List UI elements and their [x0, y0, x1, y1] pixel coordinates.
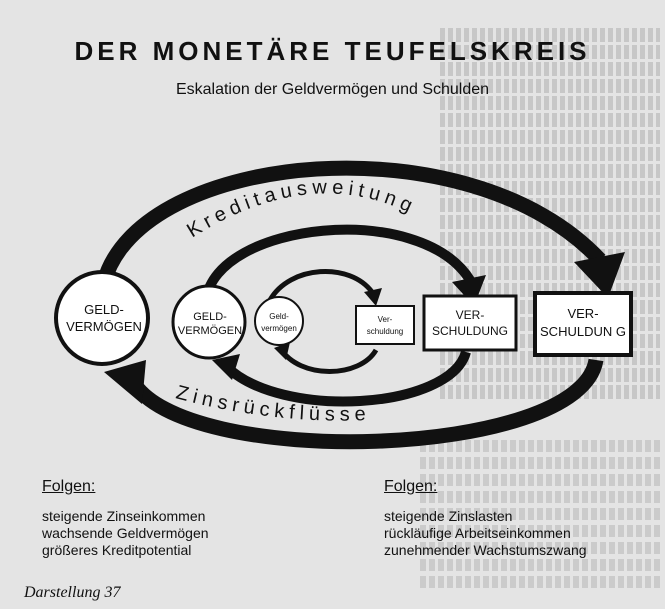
- inner-bottom-arrow: [277, 346, 379, 374]
- folgen-right-item: rückläufige Arbeitseinkommen: [384, 525, 571, 541]
- middle-top-arrow: [201, 224, 475, 302]
- middle-top-arrowhead: [452, 275, 486, 306]
- svg-text:vermögen: vermögen: [261, 324, 297, 333]
- outer-top-arrowhead: [574, 252, 625, 298]
- svg-text:SCHULDUN G: SCHULDUN G: [540, 324, 626, 339]
- bleed-through-text-lower: [420, 440, 660, 600]
- svg-text:GELD-: GELD-: [84, 302, 124, 317]
- figure-caption: Darstellung 37: [24, 584, 121, 601]
- node-geldvermoegen-medium: GELD- VERMÖGEN: [171, 284, 247, 360]
- outer-bottom-arrowhead: [104, 360, 146, 404]
- node-geldvermoegen-small: Geld- vermögen: [254, 296, 304, 346]
- page-title: DER MONETÄRE TEUFELSKREIS: [74, 36, 591, 66]
- inner-top-arrow: [267, 269, 375, 302]
- middle-bottom-arrow: [222, 350, 471, 407]
- folgen-left-heading: Folgen:: [42, 478, 96, 495]
- svg-text:SCHULDUNG: SCHULDUNG: [432, 324, 508, 338]
- folgen-right-heading: Folgen:: [384, 478, 438, 495]
- svg-text:Ver-: Ver-: [378, 315, 393, 324]
- node-verschuldung-large: VER- SCHULDUN G: [533, 291, 633, 357]
- node-verschuldung-medium: VER- SCHULDUNG: [422, 294, 518, 352]
- outer-bottom-arrow: [125, 357, 604, 450]
- teufelskreis-diagram: Kreditausweitung Zinsrückflüsse GELD- VE…: [54, 160, 633, 450]
- node-verschuldung-small: Ver- schuldung: [355, 305, 415, 345]
- outer-top-arrow: [96, 160, 606, 285]
- middle-bottom-arrowhead: [212, 354, 240, 380]
- svg-text:VER-: VER-: [456, 308, 485, 322]
- folgen-right-item: steigende Zinslasten: [384, 508, 513, 524]
- folgen-right-item: zunehmender Wachstumszwang: [384, 542, 587, 558]
- folgen-left-item: wachsende Geldvermögen: [42, 525, 209, 541]
- svg-text:VER-: VER-: [567, 306, 598, 321]
- folgen-left-item: steigende Zinseinkommen: [42, 508, 206, 524]
- folgen-right-block: Folgen: steigende Zinslasten rückläufige…: [384, 478, 587, 559]
- svg-text:schuldung: schuldung: [367, 327, 403, 336]
- svg-text:VERMÖGEN: VERMÖGEN: [66, 319, 142, 334]
- folgen-left-block: Folgen: steigende Zinseinkommen wachsend…: [42, 478, 209, 559]
- page-subtitle: Eskalation der Geldvermögen und Schulden: [175, 81, 490, 98]
- folgen-left-item: größeres Kreditpotential: [42, 542, 192, 558]
- inner-bottom-arrowhead: [274, 342, 290, 360]
- svg-text:GELD-: GELD-: [193, 311, 227, 323]
- inner-top-arrowhead: [364, 288, 382, 306]
- svg-text:VERMÖGEN: VERMÖGEN: [178, 325, 242, 337]
- svg-text:Geld-: Geld-: [269, 312, 289, 321]
- node-geldvermoegen-large: GELD- VERMÖGEN: [54, 270, 150, 366]
